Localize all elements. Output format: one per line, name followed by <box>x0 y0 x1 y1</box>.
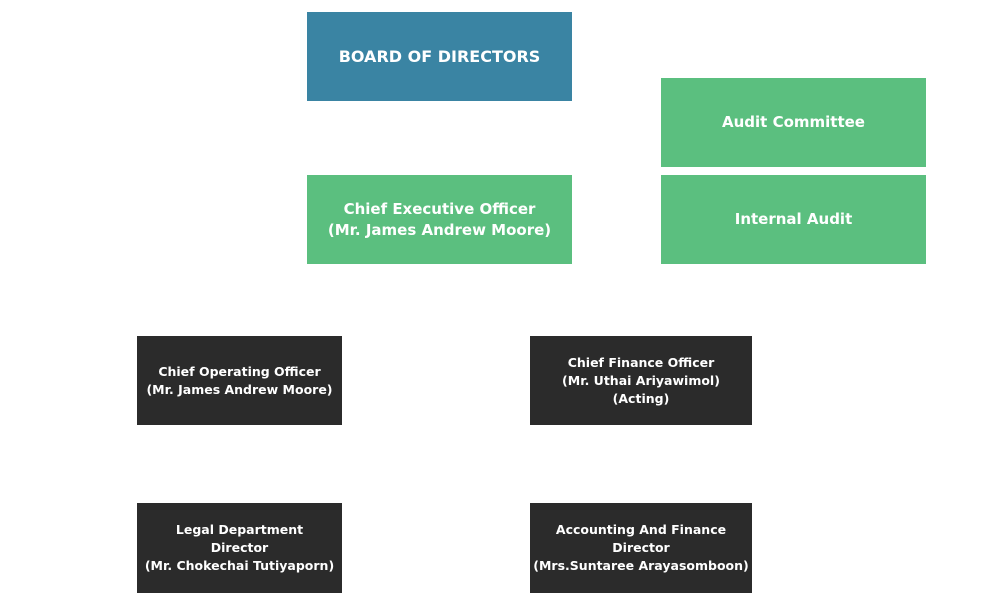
accounting-title-line1: Accounting And Finance <box>555 522 727 537</box>
accounting-name: (Mrs.Suntaree Arayasomboon) <box>533 558 749 573</box>
internal-audit-box: Internal Audit <box>661 175 926 264</box>
accounting-title-line2: Director <box>612 540 670 555</box>
cfo-name: (Mr. Uthai Ariyawimol) <box>562 372 720 388</box>
legal-name: (Mr. Chokechai Tutiyaporn) <box>144 558 335 573</box>
board-of-directors-box: BOARD OF DIRECTORS <box>307 12 572 101</box>
cfo-status: (Acting) <box>612 390 670 406</box>
ceo-name: (Mr. James Andrew Moore) <box>327 220 552 239</box>
ceo-title: Chief Executive Officer <box>343 199 536 218</box>
chief-executive-officer-box: Chief Executive Officer (Mr. James Andre… <box>307 175 572 264</box>
audit-committee-box: Audit Committee <box>661 78 926 167</box>
cfo-title: Chief Finance Officer <box>567 354 715 370</box>
legal-title-line1: Legal Department <box>175 522 304 537</box>
internal-audit-label: Internal Audit <box>734 210 853 228</box>
accounting-finance-director-box: Accounting And Finance Director (Mrs.Sun… <box>530 503 752 593</box>
board-of-directors-label: BOARD OF DIRECTORS <box>338 47 541 66</box>
legal-title-line2: Director <box>210 540 269 555</box>
audit-committee-label: Audit Committee <box>722 113 865 131</box>
coo-title: Chief Operating Officer <box>158 363 321 379</box>
coo-name: (Mr. James Andrew Moore) <box>146 381 333 397</box>
chief-finance-officer-box: Chief Finance Officer (Mr. Uthai Ariyawi… <box>530 336 752 425</box>
chief-operating-officer-box: Chief Operating Officer (Mr. James Andre… <box>137 336 342 425</box>
legal-department-director-box: Legal Department Director (Mr. Chokechai… <box>137 503 342 593</box>
